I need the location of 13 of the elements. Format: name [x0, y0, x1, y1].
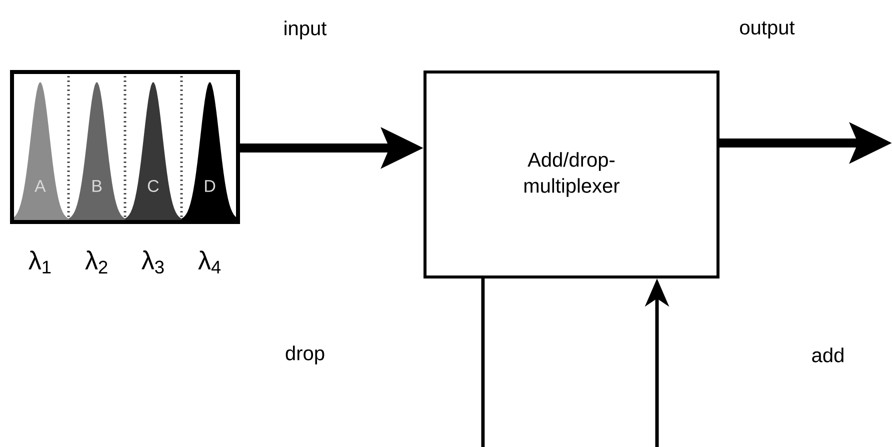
- port-label: input: [284, 20, 327, 40]
- peak-letter: A: [34, 180, 46, 192]
- peak-letter: D: [205, 180, 216, 192]
- peak-letter: C: [148, 180, 159, 192]
- multiplexer-box: Add/drop-multiplexer: [424, 70, 720, 278]
- port-label: add: [812, 348, 844, 362]
- wavelength-label: λ$_{4}$: [198, 250, 221, 274]
- peak-letter: B: [92, 180, 102, 192]
- wavelength-label: λ$_{2}$: [85, 250, 108, 274]
- port-label: drop: [286, 346, 324, 364]
- wavelength-label: λ$_{3}$: [142, 250, 164, 274]
- port-label: output: [740, 21, 795, 39]
- wavelength-label: λ$_{1}$: [28, 250, 51, 274]
